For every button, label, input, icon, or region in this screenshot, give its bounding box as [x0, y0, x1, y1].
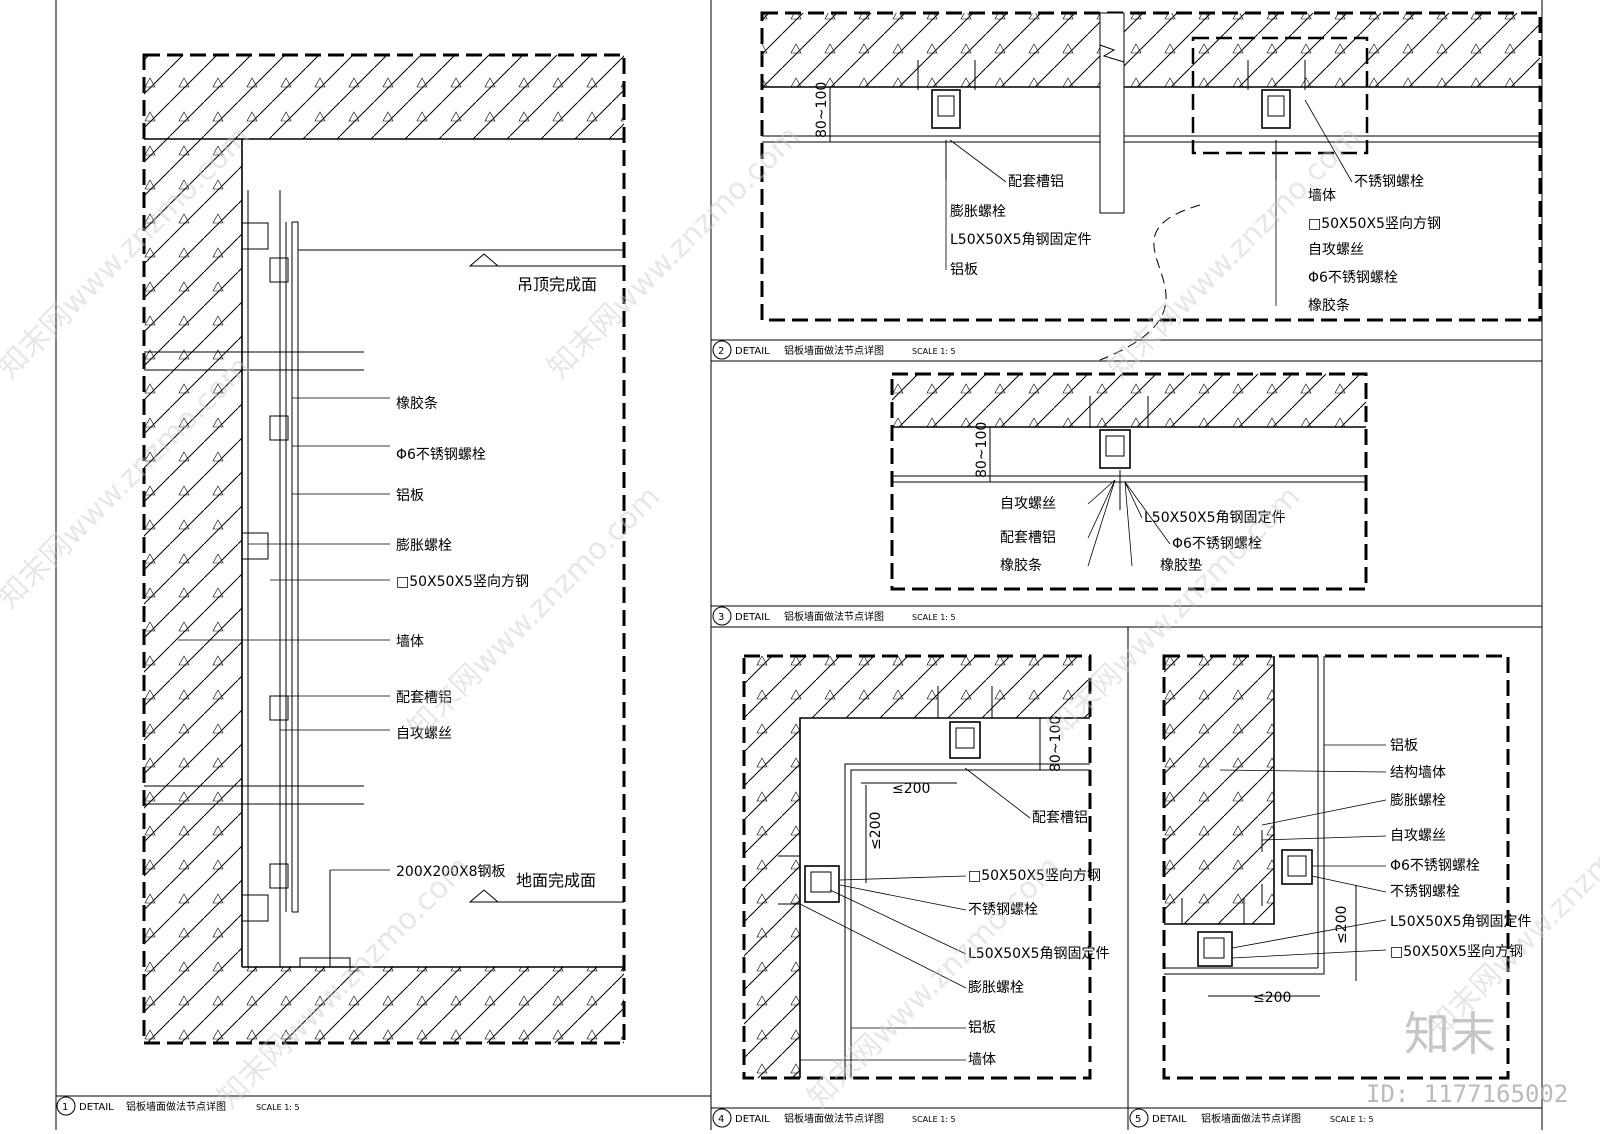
p3-label-phi6-bolt: Φ6不锈钢螺栓	[1172, 536, 1262, 552]
p1-label-expansion-bolt: 膨胀螺栓	[396, 537, 452, 554]
p4-label-square-steel: □50X50X5竖向方钢	[968, 868, 1101, 884]
p5-title: 铝板墙面做法节点详图	[1201, 1112, 1301, 1125]
p5-label-phi6-bolt: Φ6不锈钢螺栓	[1390, 858, 1480, 874]
p1-title: 铝板墙面做法节点详图	[126, 1100, 226, 1113]
p3-detail: DETAIL	[735, 612, 770, 623]
p3-label-rubber-pad: 橡胶垫	[1160, 557, 1202, 574]
p2-label-aluminum-panel: 铝板	[950, 262, 978, 278]
p3-label-rubber-strip: 橡胶条	[1000, 557, 1042, 574]
panel-1-elevation	[142, 53, 626, 1045]
p5-label-angle-steel: L50X50X5角钢固定件	[1390, 914, 1532, 930]
p5-detail: DETAIL	[1152, 1114, 1187, 1125]
p4-label-expansion-bolt: 膨胀螺栓	[968, 979, 1024, 996]
p5-label-expansion-bolt: 膨胀螺栓	[1390, 792, 1446, 809]
p3-label-angle-steel: L50X50X5角钢固定件	[1144, 510, 1286, 526]
panel-3-section	[890, 372, 1368, 591]
p5-label-square-steel: □50X50X5竖向方钢	[1390, 944, 1523, 960]
p4-dim-offset: 80~100	[1048, 716, 1064, 772]
p1-number: 1	[62, 1102, 68, 1113]
p5-number-circle	[1129, 1108, 1149, 1128]
p1-label-square-steel: □50X50X5竖向方钢	[396, 574, 529, 590]
sheet-frame	[55, 0, 1543, 1130]
p2-label-self-tapping-screw: 自攻螺丝	[1308, 242, 1364, 258]
p2-number: 2	[718, 346, 724, 357]
p3-title: 铝板墙面做法节点详图	[784, 610, 884, 623]
p1-level-floor: 地面完成面	[516, 871, 596, 890]
watermark-text: 知末网www.znzmo.com	[801, 849, 1067, 1115]
panel-2-section	[760, 11, 1542, 361]
p2-scale: SCALE 1: 5	[912, 347, 956, 356]
p2-label-wall: 墙体	[1308, 188, 1336, 204]
p4-label-channel-aluminum: 配套槽铝	[1032, 810, 1088, 826]
p1-detail: DETAIL	[79, 1102, 114, 1113]
p4-detail: DETAIL	[735, 1114, 770, 1125]
p1-label-steel-plate: 200X200X8钢板	[396, 864, 506, 880]
p2-detail: DETAIL	[735, 346, 770, 357]
panel-4-corner-section	[742, 654, 1092, 1080]
p1-level-ceiling: 吊顶完成面	[517, 275, 597, 294]
p5-dim-vertical: ≤200	[1334, 906, 1350, 944]
p3-dim-offset: 80~100	[974, 422, 990, 478]
p4-number-circle	[712, 1108, 732, 1128]
watermark-text: 知末网www.znzmo.com	[1421, 779, 1600, 1045]
p2-label-phi6-bolt: Φ6不锈钢螺栓	[1308, 270, 1398, 286]
p5-dim-horizontal: ≤200	[1253, 990, 1291, 1006]
p2-label-rubber-strip: 橡胶条	[1308, 297, 1350, 314]
p1-number-circle	[56, 1096, 76, 1116]
p2-label-channel-aluminum: 配套槽铝	[1008, 174, 1064, 190]
p5-label-self-tapping-screw: 自攻螺丝	[1390, 828, 1446, 844]
p2-number-circle	[712, 340, 732, 360]
p2-dim-offset: 80~100	[814, 82, 830, 138]
p2-label-square-steel: □50X50X5竖向方钢	[1308, 216, 1441, 232]
p2-label-angle-steel: L50X50X5角钢固定件	[950, 232, 1092, 248]
p1-label-self-tapping-screw: 自攻螺丝	[396, 726, 452, 742]
p4-dim-vertical: ≤200	[868, 812, 884, 850]
p4-label-angle-steel: L50X50X5角钢固定件	[968, 946, 1110, 962]
p4-number: 4	[718, 1114, 724, 1125]
p5-label-stainless-bolt: 不锈钢螺栓	[1390, 884, 1460, 900]
p4-label-wall: 墙体	[968, 1052, 996, 1068]
p4-label-stainless-bolt: 不锈钢螺栓	[968, 902, 1038, 918]
p5-label-structural-wall: 结构墙体	[1390, 765, 1446, 781]
watermark-text: 知末网www.znzmo.com	[401, 479, 667, 745]
panel-5-outer-corner-section	[1162, 654, 1510, 1080]
p4-title: 铝板墙面做法节点详图	[784, 1112, 884, 1125]
p5-number: 5	[1135, 1114, 1141, 1125]
p3-number-circle	[712, 606, 732, 626]
watermark-id: ID: 1177165002	[1366, 1080, 1568, 1108]
p4-dim-horizontal: ≤200	[892, 781, 930, 797]
watermark-logo: 知末	[1404, 1007, 1496, 1061]
p5-label-aluminum-panel: 铝板	[1390, 738, 1418, 754]
p4-scale: SCALE 1: 5	[912, 1115, 956, 1124]
p2-label-stainless-bolt: 不锈钢螺栓	[1354, 174, 1424, 190]
p1-label-rubber-strip: 橡胶条	[396, 395, 438, 412]
p2-label-expansion-bolt: 膨胀螺栓	[950, 203, 1006, 220]
p1-label-aluminum-panel: 铝板	[396, 488, 424, 504]
p1-label-phi6-bolt: Φ6不锈钢螺栓	[396, 447, 486, 463]
p5-scale: SCALE 1: 5	[1330, 1115, 1374, 1124]
p3-label-channel-aluminum: 配套槽铝	[1000, 530, 1056, 546]
p2-title: 铝板墙面做法节点详图	[784, 344, 884, 357]
p1-scale: SCALE 1: 5	[256, 1103, 300, 1112]
p1-label-wall: 墙体	[396, 634, 424, 650]
p3-label-self-tapping-screw: 自攻螺丝	[1000, 496, 1056, 512]
p3-scale: SCALE 1: 5	[912, 613, 956, 622]
p4-label-aluminum-panel: 铝板	[968, 1020, 996, 1036]
p3-number: 3	[718, 612, 724, 623]
p1-label-channel-aluminum: 配套槽铝	[396, 690, 452, 706]
